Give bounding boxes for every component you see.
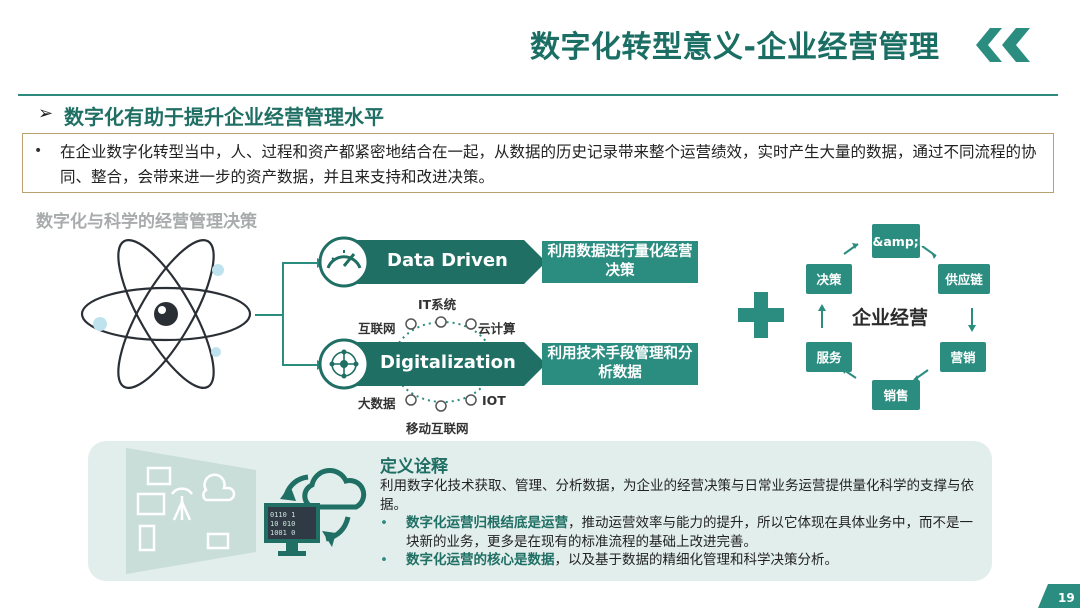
svg-text:0110 1: 0110 1	[270, 511, 295, 519]
point-emphasis: 数字化运营归根结底是运营	[406, 515, 568, 531]
page-number-tab	[1038, 584, 1080, 608]
page-title: 数字化转型意义-企业经营管理	[530, 30, 940, 65]
cycle-sales: 销售	[872, 380, 920, 410]
tech-it-system: IT系统	[418, 297, 457, 312]
section-caption: 数字化与科学的经营管理决策	[36, 212, 257, 232]
devices-illustration	[126, 448, 256, 574]
intro-text: 在企业数字化转型当中，人、过程和资产都紧密地结合在一起，从数据的历史记录带来整个…	[60, 143, 1037, 186]
plus-icon	[738, 292, 784, 338]
definition-text: 利用数字化技术获取、管理、分析数据，为企业的经营决策与日常业务运营提供量化科学的…	[380, 478, 974, 513]
data-driven-desc: 利用数据进行量化经营决策	[542, 241, 698, 283]
tech-mobile-internet: 移动互联网	[406, 421, 469, 436]
bullet-dot: •	[380, 552, 388, 568]
point-emphasis: 数字化运营的核心是数据	[406, 552, 555, 568]
tech-iot: IOT	[482, 393, 506, 408]
cloud-computing-icon: 0110 1 10 010 1001 0	[264, 468, 367, 556]
atom-icon	[80, 239, 252, 389]
cycle-service: 服务	[806, 342, 852, 372]
cycle-decision: 决策	[806, 264, 852, 294]
tech-internet: 互联网	[358, 321, 396, 336]
subheading-arrow-icon: ➢	[38, 103, 54, 124]
point-text: ，以及基于数据的精细化管理和科学决策分析。	[554, 552, 839, 568]
page-number: 19	[1058, 591, 1075, 605]
data-driven-arrow	[318, 236, 546, 288]
double-chevron-icon	[976, 28, 1030, 62]
tech-bigdata: 大数据	[358, 396, 396, 411]
definition-title: 定义诠释	[380, 457, 448, 477]
tech-cloud: 云计算	[478, 321, 516, 336]
intro-box	[22, 133, 1054, 193]
cycle-supply-chain: 供应链	[938, 264, 990, 294]
bullet-dot: •	[380, 515, 388, 531]
svg-text:10 010: 10 010	[270, 520, 295, 528]
cycle-rd: R&amp;D	[863, 224, 929, 258]
cycle-marketing: 营销	[940, 342, 986, 372]
digitalization-label: Digitalization	[380, 352, 516, 373]
digitalization-desc: 利用技术手段管理和分析数据	[542, 343, 698, 385]
data-driven-label: Data Driven	[387, 250, 508, 271]
subheading: 数字化有助于提升企业经营管理水平	[64, 105, 384, 129]
bullet-dot: •	[34, 143, 43, 159]
svg-text:1001 0: 1001 0	[270, 529, 295, 537]
cycle-center-label: 企业经营	[852, 307, 929, 329]
title-divider	[18, 94, 1058, 96]
digitalization-arrow	[318, 338, 546, 390]
point-text: ，推动运营效率与能力的提升，所以它体现在具体业务中，而不是一块新的业务，更多是在…	[406, 515, 973, 550]
